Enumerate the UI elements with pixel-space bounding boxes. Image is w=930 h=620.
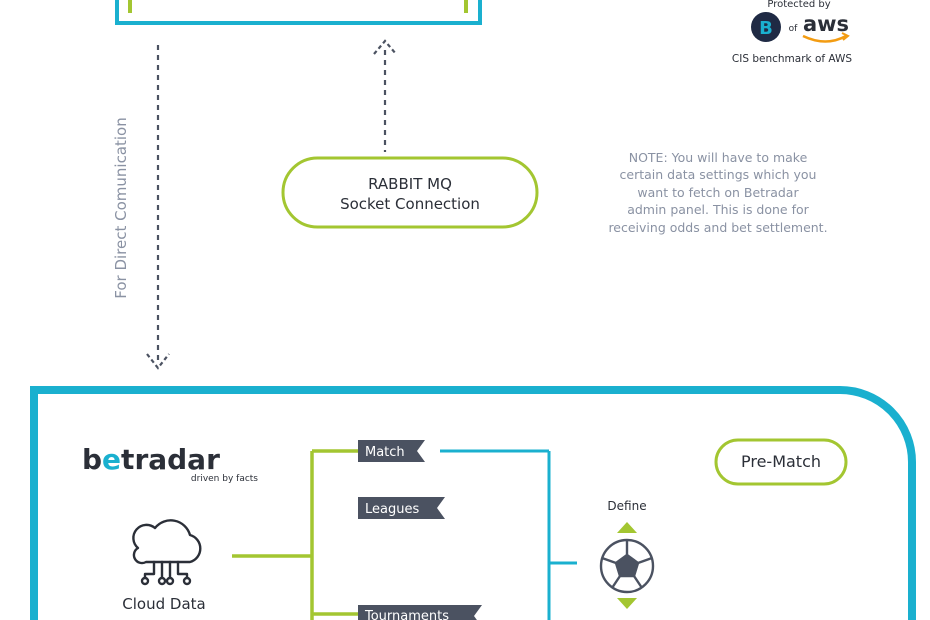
down-triangle-icon [617,598,637,609]
betradar-brand: betradar [82,443,220,476]
cloud-data-icon [132,519,202,586]
green-connectors [232,449,358,620]
tag-leagues: Leagues [358,497,445,519]
tag-tournaments-label: Tournaments [364,609,449,620]
soccer-ball-icon [599,538,655,594]
brand-b: b [82,443,102,476]
protected-by-label: Protected by [767,0,830,10]
up-arrow-icon [373,39,397,55]
brand-t: t [121,443,134,476]
cloud-data-label: Cloud Data [122,595,205,613]
bitbucket-icon: B [751,12,781,42]
aws-logo: aws [803,12,849,36]
betradar-logo: betradar driven by facts [82,443,258,484]
note-line: NOTE: You will have to make [629,150,808,165]
tag-match: Match [358,440,425,462]
brand-radar: radar [134,443,220,476]
note-block: NOTE: You will have to make certain data… [608,150,827,235]
betradar-tagline: driven by facts [191,474,258,484]
cyan-connectors [440,449,577,620]
rabbitmq-pill [281,156,539,229]
brand-e: e [102,443,121,476]
of-text: of [789,24,799,34]
tag-leagues-label: Leagues [365,502,419,517]
bitbucket-letter: B [759,18,773,39]
tag-tournaments: Tournaments [358,605,482,620]
prematch-label: Pre-Match [741,452,821,471]
rabbitmq-line1: RABBIT MQ [368,175,452,193]
define-label: Define [607,499,646,513]
prematch-pill [714,438,848,486]
communication-label: For Direct Comunication [112,117,130,299]
up-triangle-icon [617,522,637,533]
tag-match-label: Match [365,445,405,460]
aws-caption: CIS benchmark of AWS [732,53,852,65]
top-box-inner [128,0,468,13]
note-line: certain data settings which you [620,167,817,182]
note-line: want to fetch on Betradar [637,185,799,200]
note-line: receiving odds and bet settlement. [608,220,827,235]
top-box-outer [115,0,482,25]
rabbitmq-line2: Socket Connection [340,195,480,213]
note-line: admin panel. This is done for [627,202,809,217]
aws-smile-icon [802,34,847,43]
betradar-container [30,386,916,620]
aws-arrow-icon [841,32,850,41]
down-arrow-icon [146,353,170,370]
